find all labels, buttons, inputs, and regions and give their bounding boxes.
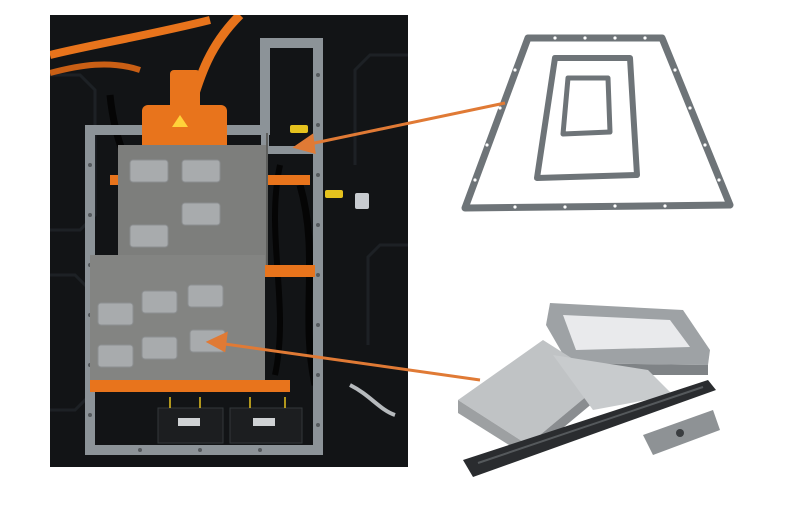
battery-pack-photo bbox=[50, 15, 408, 467]
foam-pads-illustration bbox=[458, 295, 758, 495]
frame-gasket-illustration bbox=[455, 30, 745, 215]
